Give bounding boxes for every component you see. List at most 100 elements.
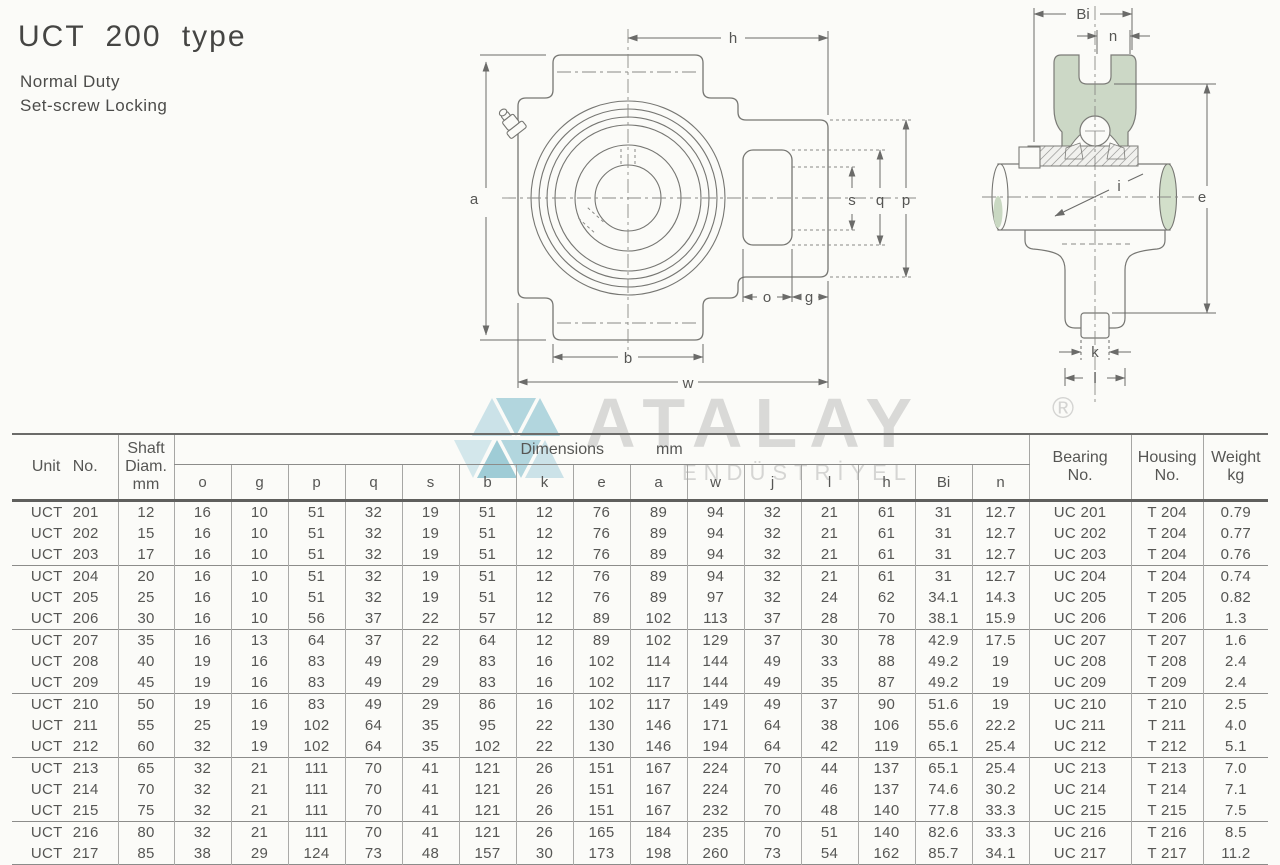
dim-value: 16 (173, 587, 231, 608)
shaft-diam: 35 (117, 629, 174, 651)
dim-value: 26 (515, 800, 573, 822)
bearing-no: UC 207 (1028, 629, 1132, 651)
dim-value: 16 (173, 565, 231, 587)
dim-value: 19 (230, 715, 288, 736)
dim-value: 31 (914, 500, 972, 523)
shaft-diam: 70 (117, 779, 174, 800)
dim-value: 34.1 (914, 587, 972, 608)
dim-value: 121 (458, 800, 516, 822)
centerlines (502, 29, 918, 355)
dim-value: 146 (629, 736, 687, 758)
dim-label-h: h (729, 30, 737, 47)
dim-value: 151 (572, 779, 630, 800)
dim-value: 102 (458, 736, 516, 758)
weight: 0.82 (1202, 587, 1269, 608)
dim-value: 89 (629, 500, 687, 523)
housing-no: T 214 (1130, 779, 1204, 800)
dim-value: 70 (857, 608, 915, 630)
shaft-diam: 50 (117, 693, 174, 715)
dim-value: 21 (230, 821, 288, 843)
dim-value: 13 (230, 629, 288, 651)
dim-value: 157 (458, 843, 516, 865)
unit-no: UCT 214 (30, 781, 99, 798)
bearing-no: UC 203 (1028, 544, 1132, 566)
dim-value: 19 (401, 565, 459, 587)
dim-value: 111 (287, 757, 345, 779)
dim-value: 32 (173, 821, 231, 843)
dim-value: 111 (287, 800, 345, 822)
dim-value: 22 (515, 715, 573, 736)
shaft-diam: 15 (117, 523, 174, 544)
bearing-no: UC 202 (1028, 523, 1132, 544)
dim-value: 162 (857, 843, 915, 865)
side-view-drawing: Bi n i e k l (982, 6, 1216, 404)
dim-label-l: l (1093, 370, 1096, 387)
dim-value: 32 (743, 544, 801, 566)
dim-value: 260 (686, 843, 744, 865)
bearing-no: UC 205 (1028, 587, 1132, 608)
dim-value: 12 (515, 608, 573, 630)
housing-no: T 207 (1130, 629, 1204, 651)
dim-value: 19 (971, 693, 1030, 715)
unit-no: UCT 209 (30, 674, 99, 691)
housing-no: T 206 (1130, 608, 1204, 630)
bearing-no: UC 206 (1028, 608, 1132, 630)
dim-value: 49 (743, 693, 801, 715)
dim-value: 37 (800, 693, 858, 715)
dim-value: 19 (971, 672, 1030, 694)
dim-value: 167 (629, 757, 687, 779)
dim-value: 73 (743, 843, 801, 865)
dim-value: 30.2 (971, 779, 1030, 800)
dim-value: 94 (686, 565, 744, 587)
dim-value: 30 (515, 843, 573, 865)
dim-value: 32 (743, 500, 801, 523)
dim-value: 184 (629, 821, 687, 843)
dim-value: 21 (800, 523, 858, 544)
weight-header: Weight kg (1202, 434, 1269, 501)
dim-value: 57 (458, 608, 516, 630)
dim-col-header-b: b (458, 464, 516, 501)
dim-value: 64 (287, 629, 345, 651)
subtitle-locking: Set-screw Locking (20, 96, 168, 115)
dim-value: 89 (572, 629, 630, 651)
dim-value: 173 (572, 843, 630, 865)
dim-value: 12 (515, 565, 573, 587)
housing-no: T 212 (1130, 736, 1204, 758)
bearing-no: UC 201 (1028, 500, 1132, 523)
dim-col-header-e: e (572, 464, 630, 501)
dim-col-header-k: k (515, 464, 573, 501)
dim-value: 235 (686, 821, 744, 843)
dim-value: 224 (686, 757, 744, 779)
dim-value: 10 (230, 608, 288, 630)
dim-value: 19 (401, 523, 459, 544)
dim-value: 35 (401, 736, 459, 758)
dim-value: 10 (230, 565, 288, 587)
dim-value: 78 (857, 629, 915, 651)
dim-value: 19 (173, 651, 231, 672)
dim-col-header-q: q (344, 464, 402, 501)
dim-value: 51 (287, 587, 345, 608)
dimension-lines (1033, 8, 1216, 386)
bearing-no: UC 216 (1028, 821, 1132, 843)
front-view-drawing: h a s q p o g b w (470, 29, 918, 392)
dim-value: 12.7 (971, 544, 1030, 566)
dim-value: 70 (344, 779, 402, 800)
dim-value: 21 (800, 565, 858, 587)
dim-value: 32 (344, 565, 402, 587)
weight: 5.1 (1202, 736, 1269, 758)
dim-value: 70 (743, 779, 801, 800)
dim-value: 19 (401, 587, 459, 608)
housing-no: T 217 (1130, 843, 1204, 865)
dim-value: 86 (458, 693, 516, 715)
dim-label-w: w (682, 375, 694, 392)
dim-value: 76 (572, 565, 630, 587)
shaft-diam: 60 (117, 736, 174, 758)
dim-value: 19 (401, 544, 459, 566)
dim-value: 25.4 (971, 736, 1030, 758)
dim-value: 76 (572, 587, 630, 608)
